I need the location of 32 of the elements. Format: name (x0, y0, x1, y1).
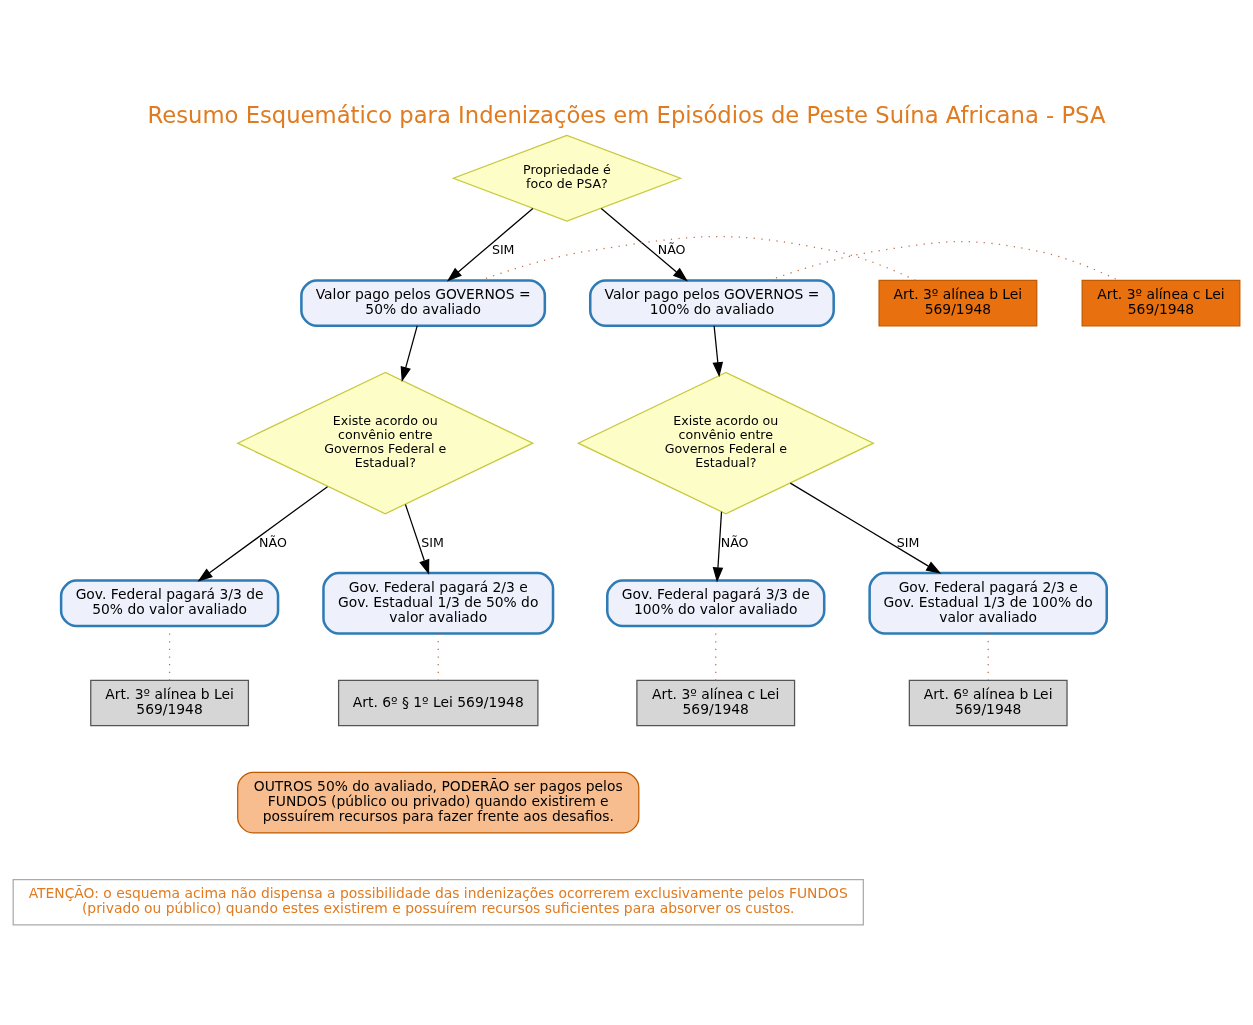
arrow (446, 207, 534, 282)
node-box: ATENÇÃO: o esquema acima não dispensa a possibilidade das indenizações ocorrerem exclusivamente pelos FUNDOS (privado ou público) quando estes existirem e possuírem recursos suficientes para absorver os custos. (12, 878, 864, 926)
arrow (400, 325, 418, 382)
node-box: Gov. Federal pagará 3/3 de 50% do valor avaliado (59, 579, 280, 628)
edge-label: NÃO (259, 534, 287, 550)
arrow (404, 503, 430, 575)
arrow (789, 482, 942, 574)
arrow (197, 486, 329, 582)
node-box: Valor pago pelos GOVERNOS = 50% do avaliado (300, 279, 547, 328)
edge-label: NÃO (657, 241, 686, 257)
arrow (600, 207, 688, 282)
node-box: Art. 3º alínea b Lei 569/1948 (878, 279, 1038, 327)
node-box: Art. 3º alínea b Lei 569/1948 (90, 679, 250, 727)
edge-label: SIM (421, 534, 444, 550)
diagram-title: Resumo Esquemático para Indenizações em Episódios de Peste Suína Africana - PSA (147, 102, 1106, 129)
node-diamond: Existe acordo ou convênio entre Governos Federal e Estadual? (236, 371, 535, 515)
node-box: Art. 6º § 1º Lei 569/1948 (337, 679, 539, 727)
node-box: Art. 6º alínea b Lei 569/1948 (908, 679, 1068, 727)
arrow (712, 511, 724, 583)
node-diamond: Existe acordo ou convênio entre Governos Federal e Estadual? (576, 371, 875, 515)
edge-label: NÃO (720, 534, 749, 550)
node-box: Gov. Federal pagará 2/3 e Gov. Estadual 1/3 de 50% do valor avaliado (322, 571, 555, 635)
node-box: Art. 3º alínea c Lei 569/1948 (636, 679, 796, 727)
node-box: Valor pago pelos GOVERNOS = 100% do avaliado (589, 279, 835, 328)
node-diamond: Propriedade é foco de PSA? (451, 134, 683, 222)
arrow (712, 325, 724, 378)
node-box: Art. 3º alínea c Lei 569/1948 (1081, 279, 1241, 327)
edge-label: SIM (896, 534, 920, 550)
edge-label: SIM (491, 241, 515, 257)
node-box: OUTROS 50% do avaliado, PODERÃO ser pagos pelos FUNDOS (público ou privado) quando existirem e possuírem recursos para fazer frente aos desafios. (237, 771, 640, 834)
node-box: Gov. Federal pagará 2/3 e Gov. Estadual 1/3 de 100% do valor avaliado (868, 571, 1108, 635)
node-box: Gov. Federal pagará 3/3 de 100% do valor avaliado (606, 579, 826, 628)
